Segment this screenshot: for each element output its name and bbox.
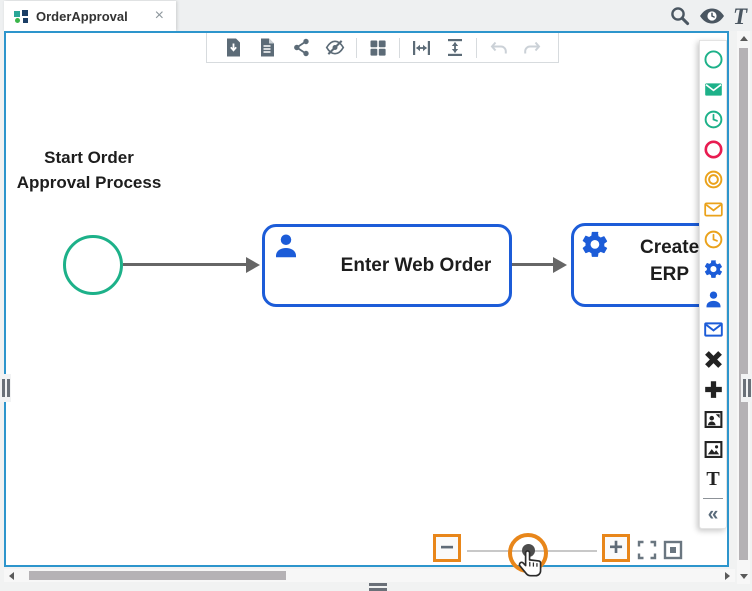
diagram-canvas[interactable]: Start Order Approval Process Enter Web O… <box>4 31 729 567</box>
vertical-scrollbar[interactable] <box>737 31 750 584</box>
palette-intermediate-event[interactable] <box>700 164 726 194</box>
palette-collapse-icon[interactable]: « <box>707 503 719 525</box>
palette-divider <box>703 498 723 499</box>
start-event-node[interactable] <box>63 235 123 295</box>
task-label-line1: Create <box>640 237 700 258</box>
start-annotation-line1: Start Order <box>44 148 134 167</box>
palette-end-event[interactable] <box>700 134 726 164</box>
task-label-line2: ERP <box>650 264 690 285</box>
palette-message-intermediate-event[interactable] <box>700 194 726 224</box>
tab-title: OrderApproval <box>36 8 128 24</box>
tab-orderapproval[interactable]: OrderApproval × <box>4 1 176 31</box>
palette-image-annotation[interactable] <box>700 434 726 464</box>
palette-start-event[interactable] <box>700 44 726 74</box>
fit-width-icon[interactable] <box>411 38 431 58</box>
horizontal-scrollbar-thumb[interactable] <box>29 571 286 580</box>
right-panel-splitter-handle[interactable] <box>741 374 752 402</box>
shape-palette: T « <box>699 40 727 529</box>
palette-user-image-annotation[interactable] <box>700 404 726 434</box>
undo-icon[interactable] <box>488 38 508 58</box>
toolbar-separator <box>476 37 477 58</box>
sequence-flow[interactable] <box>512 263 554 266</box>
sequence-flow[interactable] <box>123 263 247 266</box>
palette-service-task[interactable] <box>700 254 726 284</box>
user-task-enter-web-order[interactable]: Enter Web Order <box>262 224 512 307</box>
palette-exclusive-gateway[interactable] <box>700 344 726 374</box>
actual-size-icon[interactable] <box>663 540 683 560</box>
bottom-panel-splitter-handle[interactable] <box>367 582 389 591</box>
fullscreen-icon[interactable] <box>637 540 657 560</box>
text-tool-icon[interactable]: T <box>732 3 747 29</box>
hand-cursor-icon <box>517 549 544 583</box>
scroll-right-icon[interactable] <box>725 572 730 580</box>
scroll-left-icon[interactable] <box>9 572 14 580</box>
sequence-flow-arrowhead <box>246 257 260 273</box>
toolbar-separator <box>356 37 357 58</box>
horizontal-scrollbar[interactable] <box>4 569 735 582</box>
start-annotation-line2: Approval Process <box>16 173 162 192</box>
palette-timer-start-event[interactable] <box>700 104 726 134</box>
palette-receive-task[interactable] <box>700 314 726 344</box>
vertical-scrollbar-thumb[interactable] <box>739 48 748 560</box>
toolbar-separator <box>399 37 400 58</box>
sequence-flow-arrowhead <box>553 257 567 273</box>
tab-close-icon[interactable]: × <box>154 7 164 24</box>
share-icon[interactable] <box>291 38 311 58</box>
canvas-toolbar <box>206 33 559 63</box>
zoom-in-button[interactable]: + <box>602 534 630 562</box>
import-model-icon[interactable] <box>223 38 243 58</box>
palette-message-start-event[interactable] <box>700 74 726 104</box>
palette-parallel-gateway[interactable] <box>700 374 726 404</box>
tab-strip: OrderApproval × T <box>0 0 752 31</box>
process-model-icon <box>14 9 29 24</box>
watch-mode-icon[interactable] <box>698 6 726 26</box>
zoom-out-button[interactable]: − <box>433 534 461 562</box>
task-label: Enter Web Order <box>340 254 492 276</box>
left-panel-splitter-handle[interactable] <box>0 374 11 402</box>
redo-icon[interactable] <box>522 38 542 58</box>
start-annotation-label[interactable]: Start Order Approval Process <box>8 145 170 195</box>
scroll-down-icon[interactable] <box>740 574 748 579</box>
scroll-up-icon[interactable] <box>740 36 748 41</box>
fit-height-icon[interactable] <box>445 38 465 58</box>
service-task-gear-icon <box>580 230 610 260</box>
document-properties-icon[interactable] <box>257 38 277 58</box>
palette-user-task[interactable] <box>700 284 726 314</box>
user-task-icon <box>271 231 301 261</box>
auto-layout-icon[interactable] <box>368 38 388 58</box>
search-icon[interactable] <box>669 5 691 27</box>
hide-labels-icon[interactable] <box>325 38 345 58</box>
header-icons: T <box>669 3 749 29</box>
palette-text-annotation[interactable]: T <box>706 468 720 490</box>
palette-timer-intermediate-event[interactable] <box>700 224 726 254</box>
